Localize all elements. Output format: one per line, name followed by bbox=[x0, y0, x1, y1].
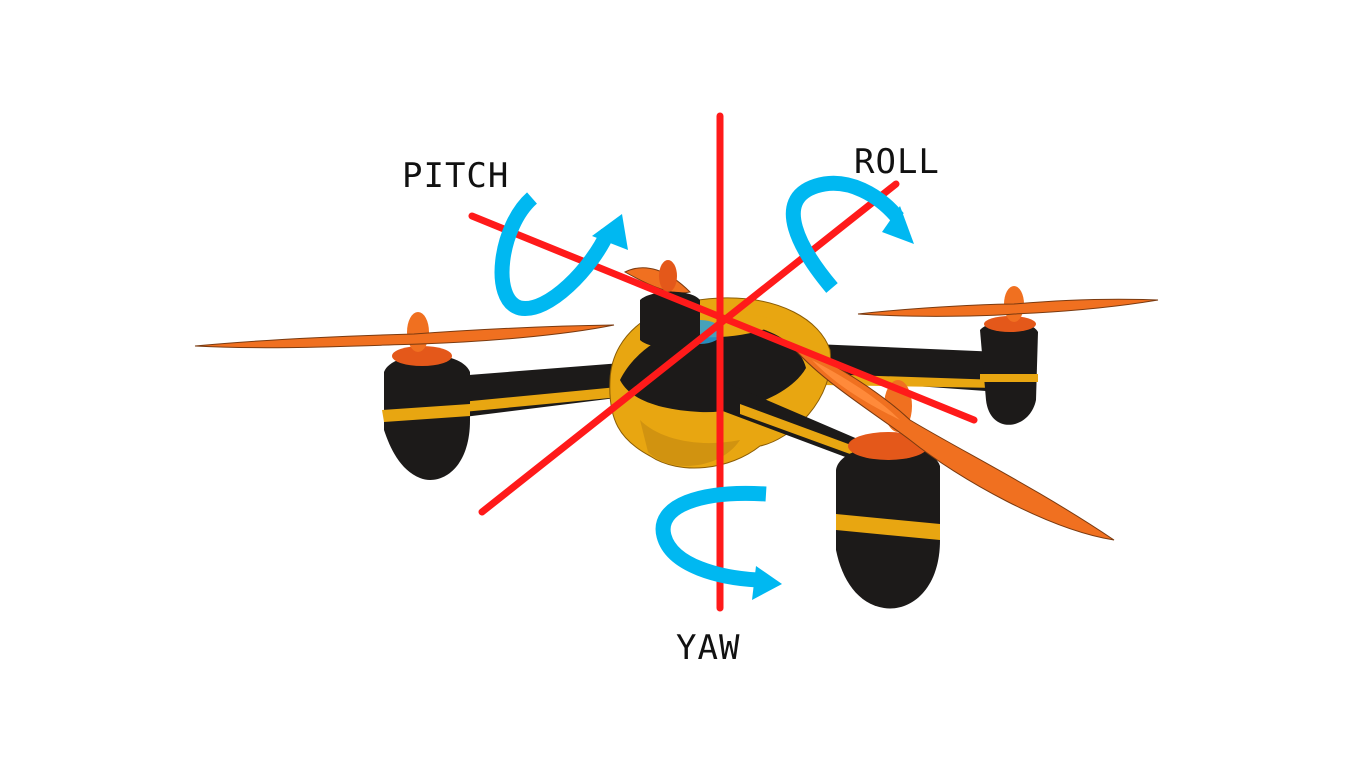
pitch-rotation-arrow-icon bbox=[494, 192, 628, 316]
roll-axis bbox=[478, 180, 900, 516]
yaw-rotation-arrow-icon bbox=[655, 485, 782, 600]
motor-left bbox=[382, 312, 470, 480]
propeller-back-right bbox=[857, 298, 1159, 317]
pitch-label: PITCH bbox=[402, 156, 510, 196]
roll-rotation-arrow-icon bbox=[785, 175, 914, 293]
propeller-left bbox=[194, 324, 615, 349]
rear-left-propeller bbox=[623, 260, 691, 294]
roll-label: ROLL bbox=[854, 142, 940, 182]
yaw-label: YAW bbox=[676, 628, 741, 668]
motor-front-right bbox=[836, 380, 940, 609]
arm-front-right bbox=[720, 380, 880, 470]
propeller-front-right bbox=[789, 343, 1115, 541]
